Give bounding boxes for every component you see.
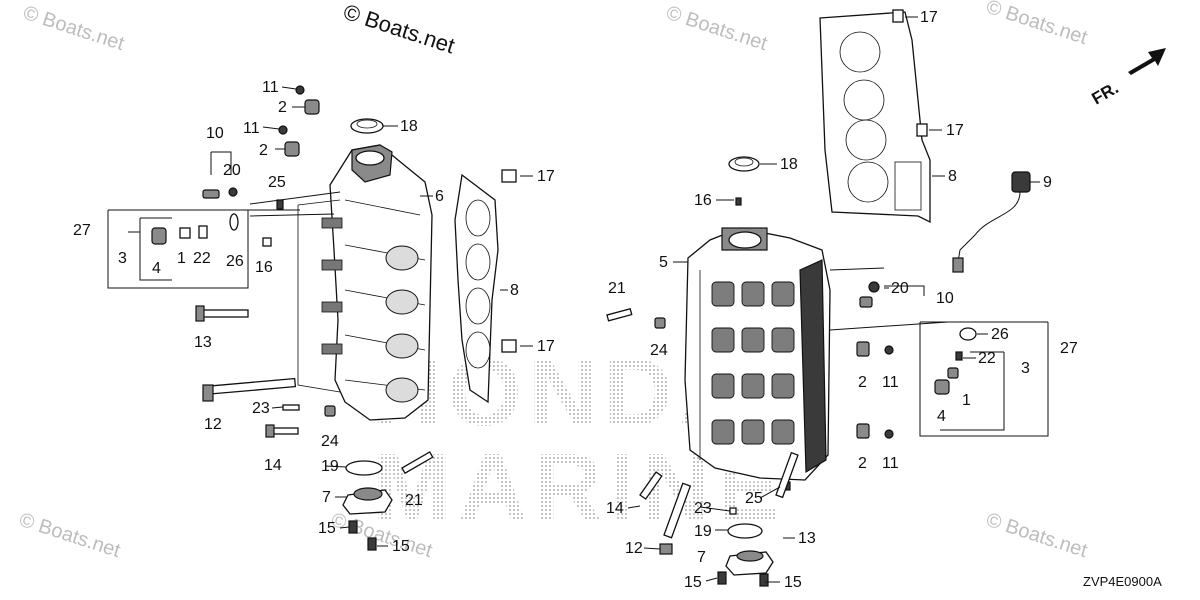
- callout-2: 2: [259, 142, 268, 159]
- callout-18: 18: [400, 118, 418, 135]
- watermark-text: © Boats.net: [20, 2, 127, 55]
- callout-17: 17: [537, 168, 555, 185]
- callout-22: 22: [978, 350, 996, 367]
- callout-20: 20: [223, 162, 241, 179]
- exhaust-fins: [321, 217, 343, 355]
- front-indicator-label: FR.: [1089, 78, 1122, 108]
- combustion-chambers: [385, 245, 419, 403]
- callout-19: 19: [321, 458, 339, 475]
- cylinder-head-left: [297, 144, 433, 421]
- callout-11: 11: [262, 79, 279, 96]
- callout-4: 4: [152, 260, 161, 277]
- callout-16: 16: [255, 259, 273, 276]
- callout-11: 11: [882, 455, 899, 472]
- callout-12: 12: [204, 416, 222, 433]
- callout-13: 13: [194, 334, 212, 351]
- callout-26: 26: [991, 326, 1009, 343]
- callout-8: 8: [510, 282, 519, 299]
- small-parts-left: [107, 85, 517, 551]
- callout-21: 21: [608, 280, 626, 297]
- callout-17: 17: [537, 338, 555, 355]
- callout-9: 9: [1043, 174, 1052, 191]
- callout-3: 3: [1021, 360, 1030, 377]
- screw-11b: [278, 125, 288, 135]
- callout-5: 5: [659, 254, 668, 271]
- callout-1: 1: [177, 250, 186, 267]
- callout-22: 22: [193, 250, 211, 267]
- head-gasket-right: [819, 11, 931, 224]
- watermark-text: © Boats.net: [983, 0, 1090, 49]
- callout-4: 4: [937, 408, 946, 425]
- callout-11: 11: [243, 120, 260, 137]
- head-gasket-left: [454, 173, 499, 404]
- callout-2: 2: [278, 99, 287, 116]
- callout-17: 17: [946, 122, 964, 139]
- collar-2b: [284, 141, 300, 157]
- copyright-label: © Boats.net: [340, 0, 457, 58]
- front-arrow-icon: FR.: [1089, 48, 1166, 108]
- callout-15: 15: [784, 574, 802, 591]
- callout-3: 3: [118, 250, 127, 267]
- callout-10: 10: [936, 290, 954, 307]
- watermark-text: © Boats.net: [983, 509, 1090, 562]
- callout-13: 13: [798, 530, 816, 547]
- callout-7: 7: [697, 549, 706, 566]
- callout-25: 25: [745, 490, 763, 507]
- callout-2: 2: [858, 455, 867, 472]
- watermark-text: © Boats.net: [16, 509, 123, 562]
- camshaft-bearings: [711, 281, 795, 445]
- cylinder-head-right: [684, 227, 831, 481]
- callouts: 11 2 18 10 11 2 20 25 6 17 27 3 4 1 22 2…: [73, 9, 1078, 591]
- temperature-sensor: [952, 171, 1031, 273]
- callout-23: 23: [252, 400, 270, 417]
- callout-20: 20: [891, 280, 909, 297]
- callout-19: 19: [694, 523, 712, 540]
- callout-1: 1: [962, 392, 971, 409]
- callout-7: 7: [322, 489, 331, 506]
- callout-15: 15: [318, 520, 336, 537]
- callout-15: 15: [684, 574, 702, 591]
- diagram-code: ZVP4E0900A: [1083, 574, 1162, 589]
- collar-2a: [304, 99, 320, 115]
- callout-6: 6: [435, 188, 444, 205]
- callout-8: 8: [948, 168, 957, 185]
- callout-11: 11: [882, 374, 899, 391]
- callout-10: 10: [206, 125, 224, 142]
- callout-14: 14: [606, 500, 624, 517]
- small-parts-right: [606, 9, 1049, 587]
- callout-12: 12: [625, 540, 643, 557]
- watermark-text: © Boats.net: [663, 2, 770, 55]
- callout-26: 26: [226, 253, 244, 270]
- callout-18: 18: [780, 156, 798, 173]
- callout-15: 15: [392, 538, 410, 555]
- callout-14: 14: [264, 457, 282, 474]
- callout-23: 23: [694, 500, 712, 517]
- screw-11a: [295, 85, 305, 95]
- callout-16: 16: [694, 192, 712, 209]
- callout-27: 27: [1060, 340, 1078, 357]
- callout-24: 24: [650, 342, 668, 359]
- callout-24: 24: [321, 433, 339, 450]
- callout-27: 27: [73, 222, 91, 239]
- callout-2: 2: [858, 374, 867, 391]
- callout-25: 25: [268, 174, 286, 191]
- callout-21: 21: [405, 492, 423, 509]
- callout-17: 17: [920, 9, 938, 26]
- leader-lines: [128, 16, 1040, 583]
